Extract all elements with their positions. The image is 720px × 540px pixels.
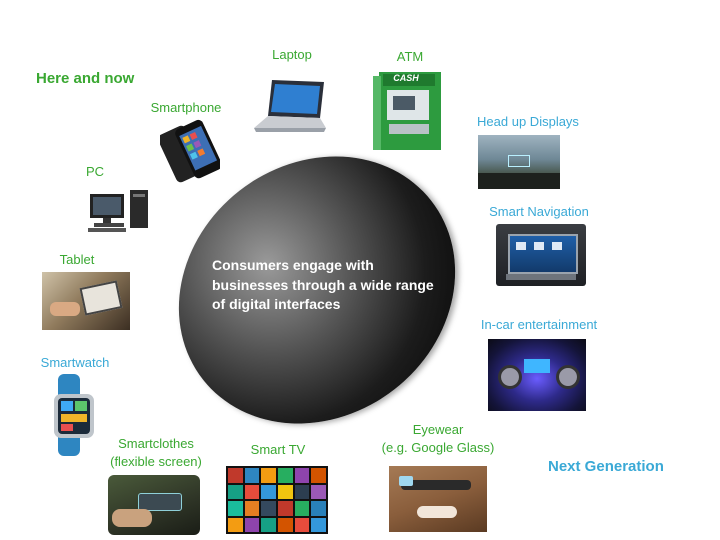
atm-cash-sign: CASH <box>393 73 419 83</box>
eyewear-label: Eyewear (e.g. Google Glass) <box>372 421 504 456</box>
eyewear-text: Eyewear (e.g. Google Glass) <box>381 422 495 455</box>
tablet-image <box>42 272 130 330</box>
eyewear-image <box>389 466 487 532</box>
here-and-now-heading: Here and now <box>36 70 135 87</box>
smartwatch-image <box>54 374 94 456</box>
smartclothes-label: Smartclothes (flexible screen) <box>100 435 212 470</box>
laptop-label: Laptop <box>272 47 312 62</box>
tablet-label: Tablet <box>59 252 95 267</box>
smart-navigation-image <box>496 224 586 286</box>
smart-navigation-label: Smart Navigation <box>489 204 589 219</box>
smartclothes-image <box>108 475 200 535</box>
smart-tv-image <box>226 466 328 534</box>
smartphone-label: Smartphone <box>150 100 222 115</box>
in-car-entertainment-image <box>488 339 586 411</box>
center-statement: Consumers engage with businesses through… <box>212 257 434 313</box>
smart-tv-label: Smart TV <box>250 442 306 457</box>
head-up-displays-image <box>478 135 560 189</box>
head-up-displays-label: Head up Displays <box>477 114 579 129</box>
atm-image <box>373 72 441 150</box>
smartclothes-text: Smartclothes (flexible screen) <box>110 436 202 469</box>
smartwatch-label: Smartwatch <box>40 355 110 370</box>
laptop-image <box>254 80 326 132</box>
atm-label: ATM <box>396 49 424 64</box>
next-generation-heading: Next Generation <box>548 458 664 475</box>
pc-image <box>88 190 148 232</box>
smartphone-image <box>160 119 220 183</box>
pc-label: PC <box>85 164 105 179</box>
in-car-entertainment-label: In-car entertainment <box>480 317 598 332</box>
